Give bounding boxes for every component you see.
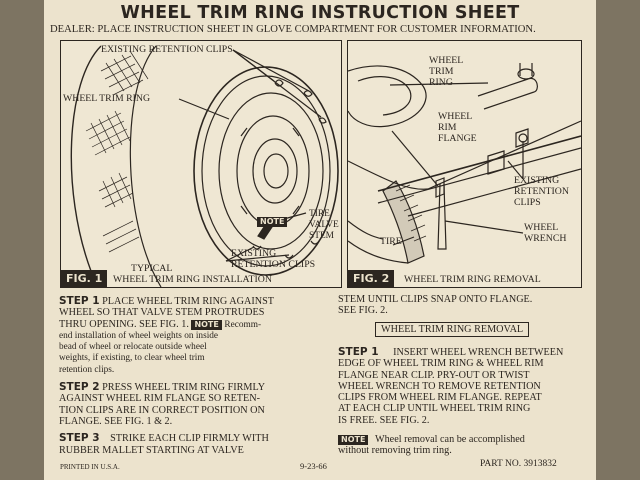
removal-step1: STEP 1 INSERT WHEEL WRENCH BETWEEN EDGE … — [338, 346, 596, 426]
fig2-callout-trim-line: TRIM — [429, 66, 454, 77]
step1-line2: WHEEL SO THAT VALVE STEM PROTRUDES — [59, 307, 265, 319]
fig2-callout-rim-wheel-line: WHEEL — [438, 111, 473, 122]
step2-line1: PRESS WHEEL TRIM RING FIRMLY — [102, 382, 266, 394]
removal-step1-number: STEP 1 — [338, 346, 379, 358]
fig2-callout-retention-line: RETENTION — [514, 186, 569, 197]
fig1-caption: TYPICAL WHEEL TRIM RING INSTALLATION — [113, 263, 272, 285]
fig2-callout-wrench-line: WRENCH — [524, 233, 567, 244]
step3-number: STEP 3 — [59, 432, 100, 445]
sheet-title: WHEEL TRIM RING INSTRUCTION SHEET — [120, 3, 520, 23]
callout-existing-retention-clips-top: EXISTING RETENTION CLIPS — [101, 44, 233, 55]
fig2-callout-wheel-rim-flange: WHEEL RIM FLANGE — [438, 111, 477, 144]
removal-note-line1: Wheel removal can be accomplished — [374, 434, 525, 445]
fig2-callout-ring-line: RING — [429, 77, 453, 88]
fig1-caption-line1: TYPICAL — [131, 263, 173, 274]
callout-valve-line: VALVE — [309, 220, 339, 230]
fig2-callout-wheel-trim-ring: WHEEL TRIM RING — [429, 55, 463, 88]
step3-block: STEP 3 STRIKE EACH CLIP FIRMLY WITH RUBB… — [59, 433, 344, 456]
fig2-callout-existing-line: EXISTING — [514, 175, 560, 186]
continuation-line2: SEE FIG. 2. — [338, 305, 388, 317]
step1-block: STEP 1 PLACE WHEEL TRIM RING AGAINST WHE… — [59, 295, 344, 376]
fig2-label: FIG. 2 — [348, 270, 395, 287]
removal-step1-line3: FLANGE NEAR CLIP. PRY-OUT OR TWIST — [338, 369, 530, 381]
callout-stem-line: STEM — [309, 231, 335, 241]
callout-retention-clips-line: RETENTION CLIPS — [231, 259, 316, 270]
figure-1: EXISTING RETENTION CLIPS WHEEL TRIM RING… — [60, 40, 342, 288]
step1-line1: PLACE WHEEL TRIM RING AGAINST — [102, 296, 274, 307]
fig2-caption: WHEEL TRIM RING REMOVAL — [404, 274, 541, 285]
printed-in: PRINTED IN U.S.A. — [60, 463, 120, 471]
fig2-callout-tire: TIRE — [380, 236, 402, 247]
removal-note-line2: without removing trim ring. — [338, 445, 452, 457]
part-number: PART NO. 3913832 — [480, 459, 557, 469]
fig2-callout-wheel-wrench: WHEEL WRENCH — [524, 222, 566, 244]
figure-2: WHEEL TRIM RING WHEEL RIM FLANGE EXISTIN… — [347, 40, 582, 288]
figure-2-drawing — [348, 63, 581, 264]
figure-1-drawing — [70, 45, 339, 287]
removal-heading: WHEEL TRIM RING REMOVAL — [375, 322, 530, 337]
removal-note-tag: NOTE — [338, 435, 369, 445]
step2-block: STEP 2 PRESS WHEEL TRIM RING FIRMLY AGAI… — [59, 381, 344, 427]
fig2-callout-flange-line: FLANGE — [438, 133, 477, 144]
step1-note-line2: end installation of wheel weights on ins… — [59, 330, 219, 341]
fig2-callout-existing-retention-clips: EXISTING RETENTION CLIPS — [514, 175, 569, 208]
fig1-label: FIG. 1 — [61, 270, 108, 287]
removal-step1-line2: EDGE OF WHEEL TRIM RING & WHEEL RIM — [338, 358, 544, 370]
step3-line2: RUBBER MALLET STARTING AT VALVE — [59, 444, 244, 456]
step1-line3: THRU OPENING. SEE FIG. 1. — [59, 318, 189, 330]
fig2-callout-wrench-wheel-line: WHEEL — [524, 222, 559, 233]
step2-line2: AGAINST WHEEL RIM FLANGE SO RETEN- — [59, 393, 261, 405]
print-date: 9-23-66 — [300, 461, 327, 471]
left-column: STEP 1 PLACE WHEEL TRIM RING AGAINST WHE… — [59, 295, 344, 456]
fig1-caption-line2: WHEEL TRIM RING INSTALLATION — [113, 274, 272, 285]
callout-existing-line: EXISTING — [231, 248, 277, 259]
step1-number: STEP 1 — [59, 295, 100, 307]
step2-number: STEP 2 — [59, 381, 100, 394]
instruction-sheet: WHEEL TRIM RING INSTRUCTION SHEET DEALER… — [44, 0, 596, 480]
step2-line3: TION CLIPS ARE IN CORRECT POSITION ON — [59, 404, 265, 416]
removal-step1-line5: CLIPS FROM WHEEL RIM FLANGE. REPEAT — [338, 392, 542, 404]
fig2-callout-clips-line: CLIPS — [514, 197, 541, 208]
removal-step1-line1: INSERT WHEEL WRENCH BETWEEN — [393, 347, 564, 358]
dealer-note: DEALER: PLACE INSTRUCTION SHEET IN GLOVE… — [50, 24, 536, 35]
callout-tire-valve-stem: TIRE VALVE STEM — [309, 209, 339, 242]
step1-note-line1: Recomm- — [224, 319, 262, 330]
step1-note-tag: NOTE — [191, 319, 222, 330]
removal-note: NOTE Wheel removal can be accomplished w… — [338, 434, 596, 457]
step2-line4: FLANGE. SEE FIG. 1 & 2. — [59, 415, 173, 427]
callout-tire-line: TIRE — [309, 209, 330, 219]
step1-note-line4: weights, if existing, to clear wheel tri… — [59, 353, 205, 364]
removal-step1-line7: IS FREE. SEE FIG. 2. — [338, 414, 430, 426]
removal-step1-line4: WHEEL WRENCH TO REMOVE RETENTION — [338, 380, 541, 392]
continuation-line1: STEM UNTIL CLIPS SNAP ONTO FLANGE. — [338, 294, 533, 305]
callout-wheel-trim-ring: WHEEL TRIM RING — [63, 93, 151, 104]
removal-step1-line6: AT EACH CLIP UNTIL WHEEL TRIM RING — [338, 403, 531, 415]
right-column: STEM UNTIL CLIPS SNAP ONTO FLANGE. SEE F… — [338, 294, 596, 317]
callout-existing-retention-clips-bottom: EXISTING RETENTION CLIPS — [231, 248, 315, 270]
step1-note-line5: retention clips. — [59, 364, 115, 375]
fig2-callout-rim-line: RIM — [438, 122, 457, 133]
fig2-callout-wheel-line: WHEEL — [429, 55, 464, 66]
step3-line1: STRIKE EACH CLIP FIRMLY WITH — [110, 433, 269, 445]
step1-note-line3: bead of wheel or relocate outside wheel — [59, 342, 207, 353]
fig1-note-tag: NOTE — [257, 217, 288, 227]
